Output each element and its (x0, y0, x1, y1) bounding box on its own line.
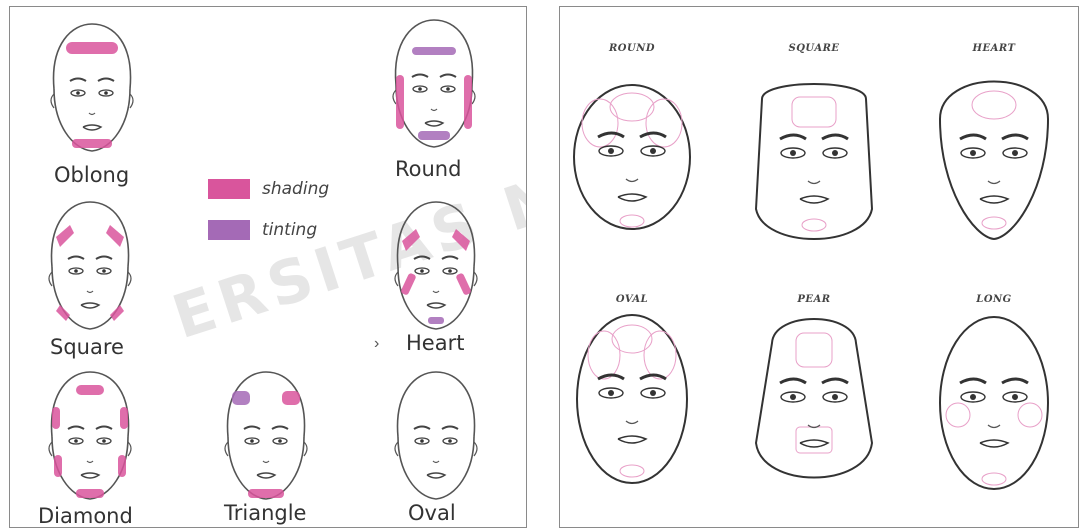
face-shapes-panel: ROUND SQUARE HEART OVAL PEAR LONG (559, 6, 1079, 528)
round-face (393, 20, 475, 147)
label-oval: Oval (408, 501, 456, 525)
long-shape-face (940, 317, 1048, 489)
oval-face (395, 372, 477, 499)
title-long: LONG (939, 294, 1049, 305)
legend-tinting: tinting (262, 220, 317, 240)
diamond-face (49, 372, 131, 499)
label-diamond: Diamond (38, 504, 133, 528)
square-face (49, 202, 131, 329)
tinting-swatch (208, 220, 250, 240)
title-heart: HEART (939, 43, 1049, 54)
stray-mark: › (374, 335, 379, 353)
round-shape-face (574, 85, 690, 229)
title-square: SQUARE (759, 43, 869, 54)
label-heart: Heart (406, 331, 464, 355)
pear-shape-face (756, 319, 872, 478)
heart-shape-face (940, 82, 1048, 240)
right-faces-svg (560, 7, 1079, 528)
square-shape-face (756, 84, 872, 239)
label-round: Round (395, 157, 461, 181)
shading-swatch (208, 179, 250, 199)
triangle-face (225, 372, 307, 499)
label-square: Square (50, 335, 124, 359)
label-triangle: Triangle (224, 501, 306, 525)
oblong-face (51, 24, 133, 151)
heart-face (395, 202, 477, 329)
legend-shading: shading (262, 179, 329, 199)
contouring-guide-panel: ERSITAS NEGERI (9, 6, 527, 528)
left-faces-svg (10, 7, 527, 528)
title-round: ROUND (577, 43, 687, 54)
oval-shape-face (577, 315, 687, 483)
title-oval: OVAL (577, 294, 687, 305)
title-pear: PEAR (759, 294, 869, 305)
label-oblong: Oblong (54, 163, 129, 187)
